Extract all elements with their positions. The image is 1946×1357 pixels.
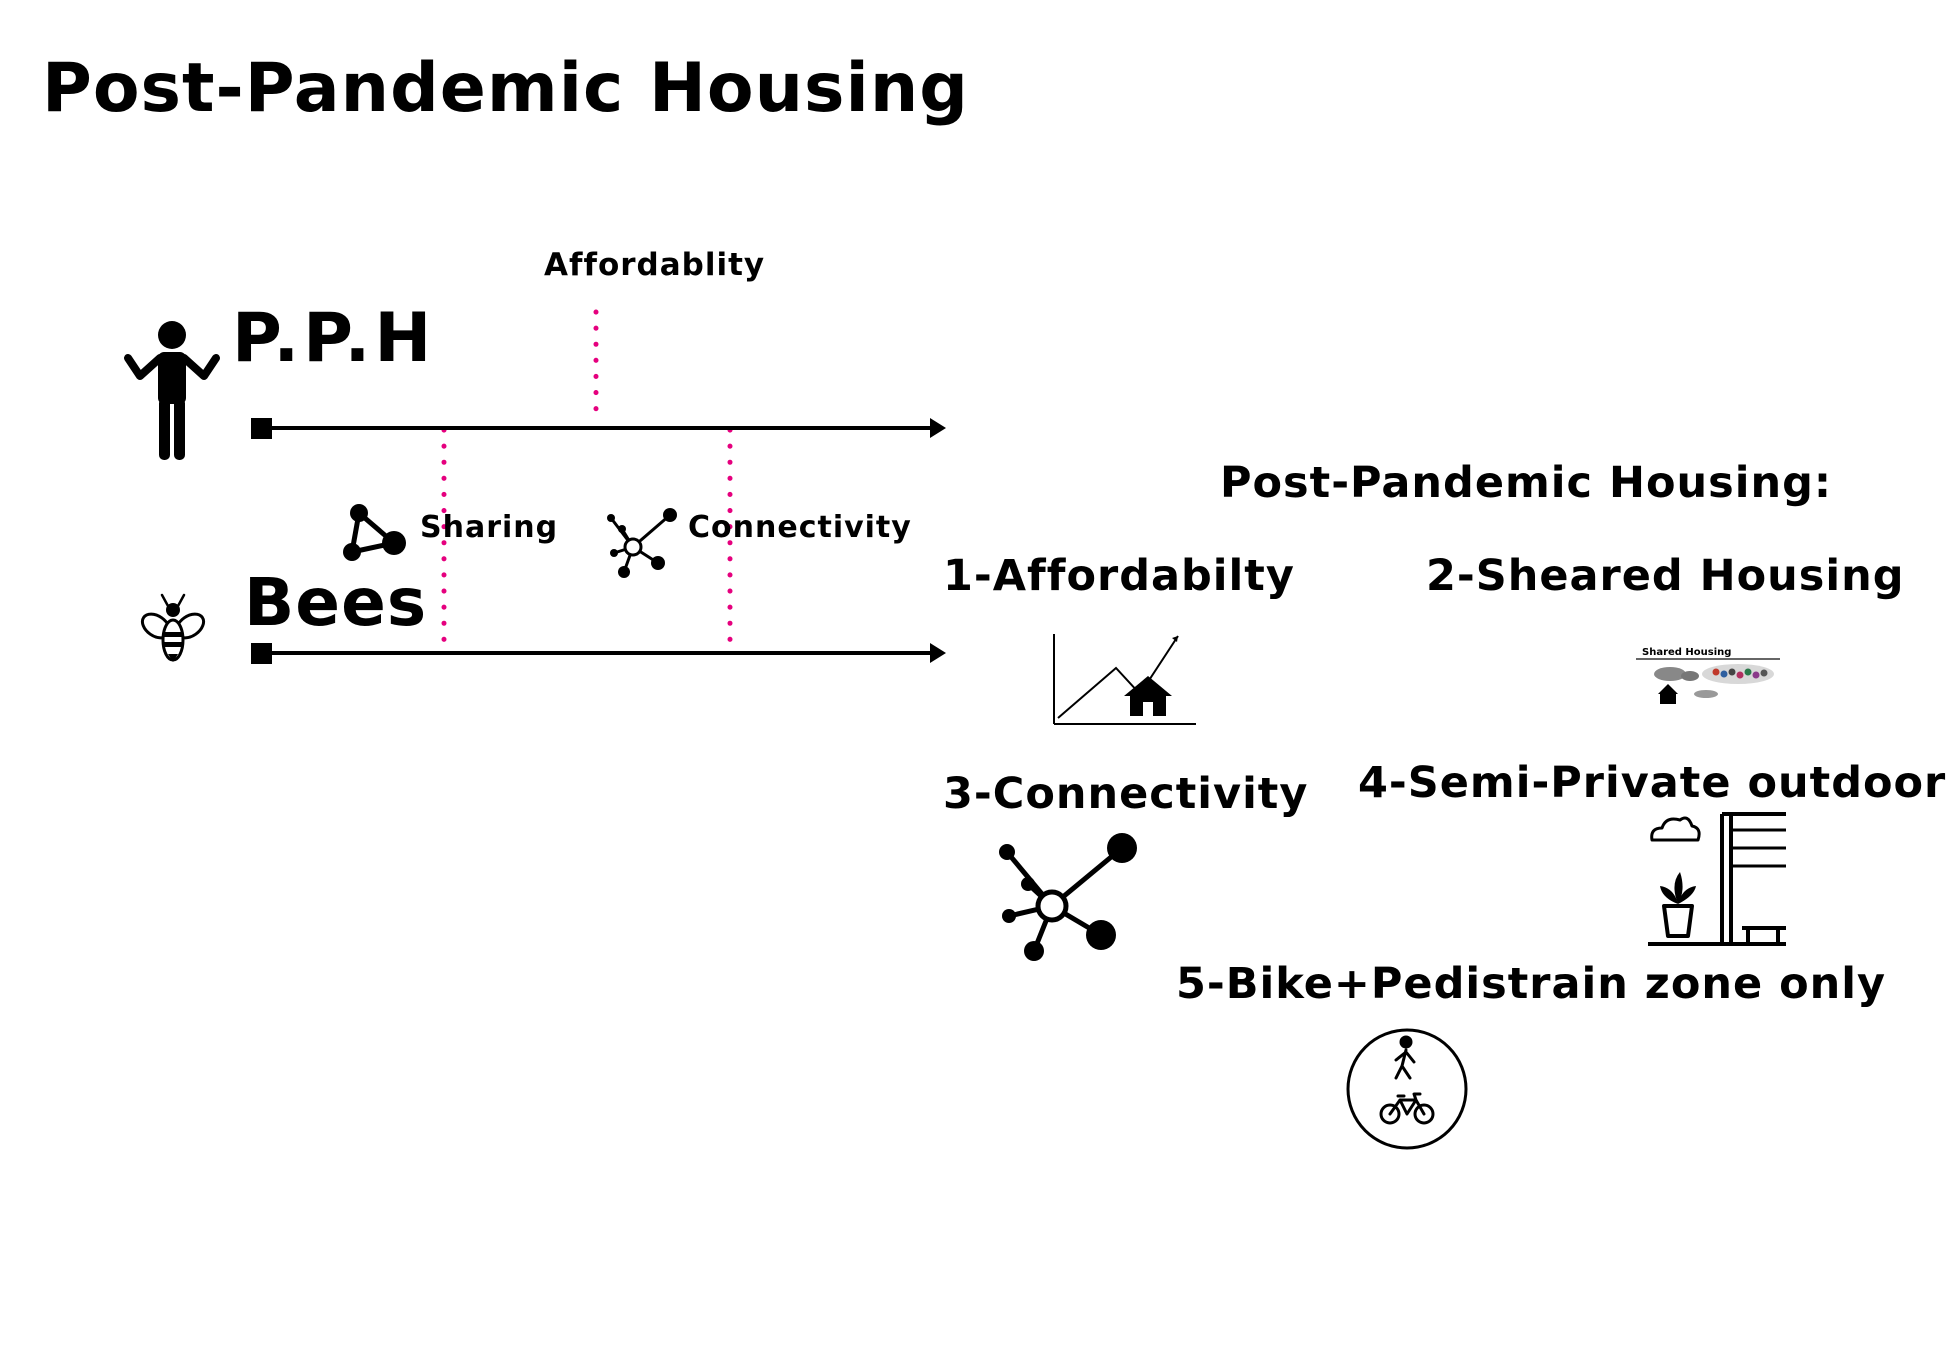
- page-title: Post-Pandemic Housing: [42, 49, 969, 128]
- network-icon: [999, 833, 1137, 961]
- item-affordability-label: 1-Affordabilty: [943, 551, 1295, 601]
- summary-title: Post-Pandemic Housing:: [1220, 458, 1833, 508]
- item-bike-pedestrian-label: 5-Bike+Pedistrain zone only: [1176, 959, 1887, 1009]
- person-icon: [124, 321, 220, 460]
- shared-housing-thumbnail-icon: Shared Housing: [1636, 647, 1780, 704]
- sharing-label: Sharing: [420, 510, 559, 545]
- bicycle-icon: [1379, 1092, 1435, 1125]
- pph-timeline-arrow: [251, 418, 946, 439]
- pph-label: P.P.H: [232, 299, 436, 378]
- pedestrian-bike-sign-icon: [1346, 1028, 1468, 1150]
- item-semi-private-outdoor-label: 4-Semi-Private outdoor: [1358, 758, 1946, 808]
- bees-timeline-arrow: [251, 643, 946, 664]
- item-shared-housing-label: 2-Sheared Housing: [1426, 551, 1905, 601]
- connectivity-label: Connectivity: [688, 510, 912, 545]
- item-connectivity-label: 3-Connectivity: [943, 769, 1309, 819]
- affordability-label: Affordablity: [544, 247, 766, 283]
- outdoor-shelter-icon: [1648, 812, 1786, 946]
- bee-icon: [140, 593, 206, 662]
- bees-label: Bees: [244, 564, 428, 641]
- pedestrian-icon: [1394, 1035, 1416, 1080]
- affordability-chart-house-icon: [1053, 634, 1196, 725]
- connectivity-small-icon: [607, 508, 677, 578]
- sharing-icon: [343, 504, 406, 561]
- svg-text:Shared Housing: Shared Housing: [1642, 647, 1731, 658]
